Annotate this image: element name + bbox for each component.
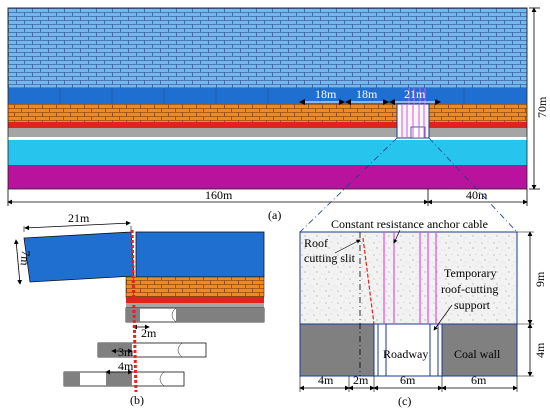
block-height-dimension: [13, 239, 23, 285]
step-row-2: [97, 342, 207, 358]
roof-rock: [299, 231, 518, 325]
roadway-zone: [396, 88, 430, 139]
roadway-opening: [373, 323, 443, 377]
slit-label-line1: Roof: [304, 236, 328, 250]
panel-c: Constant resistance anchor cable Roof cu…: [299, 217, 547, 408]
intact-blue-block: [135, 231, 265, 278]
block-length-dimension: [24, 220, 131, 231]
gray-layer: [8, 128, 527, 137]
white-gap: [8, 137, 527, 140]
panel-c-caption: (c): [398, 394, 411, 408]
panel-a-caption: (a): [268, 208, 281, 222]
blue-band-layer: [8, 88, 527, 104]
red-layer: [8, 122, 527, 128]
magenta-layer: [8, 165, 527, 189]
width-3-label: 6m: [400, 373, 416, 387]
step-3-label: 4m: [118, 359, 134, 373]
blue-band-joints: [59, 88, 465, 104]
orange-brick-layer: [8, 104, 527, 122]
anchor-cable-label: Constant resistance anchor cable: [331, 217, 488, 231]
width-2-label: 2m: [353, 373, 369, 387]
temporary-supports: [377, 324, 439, 376]
support-label-line2: roof-cutting: [441, 282, 498, 296]
model-outline: [7, 7, 528, 190]
width-4-label: 6m: [471, 373, 487, 387]
slit-label-line2: cutting slit: [304, 251, 356, 265]
block-length-label: 21m: [68, 211, 90, 225]
support-label-line1: Temporary: [444, 266, 496, 280]
cutting-line: [130, 229, 138, 393]
width-right-label: 40m: [466, 188, 488, 202]
width-left-label: 160m: [205, 188, 233, 202]
cyan-layer: [8, 140, 527, 165]
height-lower-label: 4m: [533, 342, 547, 358]
roof-cutting-slit: [362, 237, 375, 325]
panel-b-caption: (b): [130, 393, 144, 407]
width-1-label: 4m: [318, 373, 334, 387]
spacing-label-3: 21m: [404, 87, 426, 101]
intact-red-layer: [126, 297, 264, 303]
brick-overburden: [7, 7, 528, 89]
panel-a: 18m 18m 21m 70m 160m 40m (a): [7, 7, 549, 233]
step-2-label: 3m: [118, 345, 134, 359]
intact-orange-layer: [125, 276, 265, 298]
step-row-3: [63, 371, 185, 387]
support-label-line3: support: [454, 298, 491, 312]
coal-left: [299, 323, 375, 377]
height-label: 70m: [535, 96, 549, 118]
block-height-label: 7m: [18, 250, 33, 267]
spacing-label-1: 18m: [315, 87, 337, 101]
panel-b: 21m 7m 2m 3m 4m (b): [13, 211, 265, 407]
coal-wall: [441, 323, 518, 377]
anchor-cables: [383, 232, 437, 324]
step-1-label: 2m: [141, 326, 157, 340]
height-upper-label: 9m: [533, 271, 547, 287]
coal-wall-label: Coal wall: [454, 347, 501, 361]
cantilever-block: [23, 231, 135, 283]
intact-gray-layer: [126, 303, 264, 308]
roadway-label: Roadway: [383, 347, 428, 361]
spacing-label-2: 18m: [356, 87, 378, 101]
